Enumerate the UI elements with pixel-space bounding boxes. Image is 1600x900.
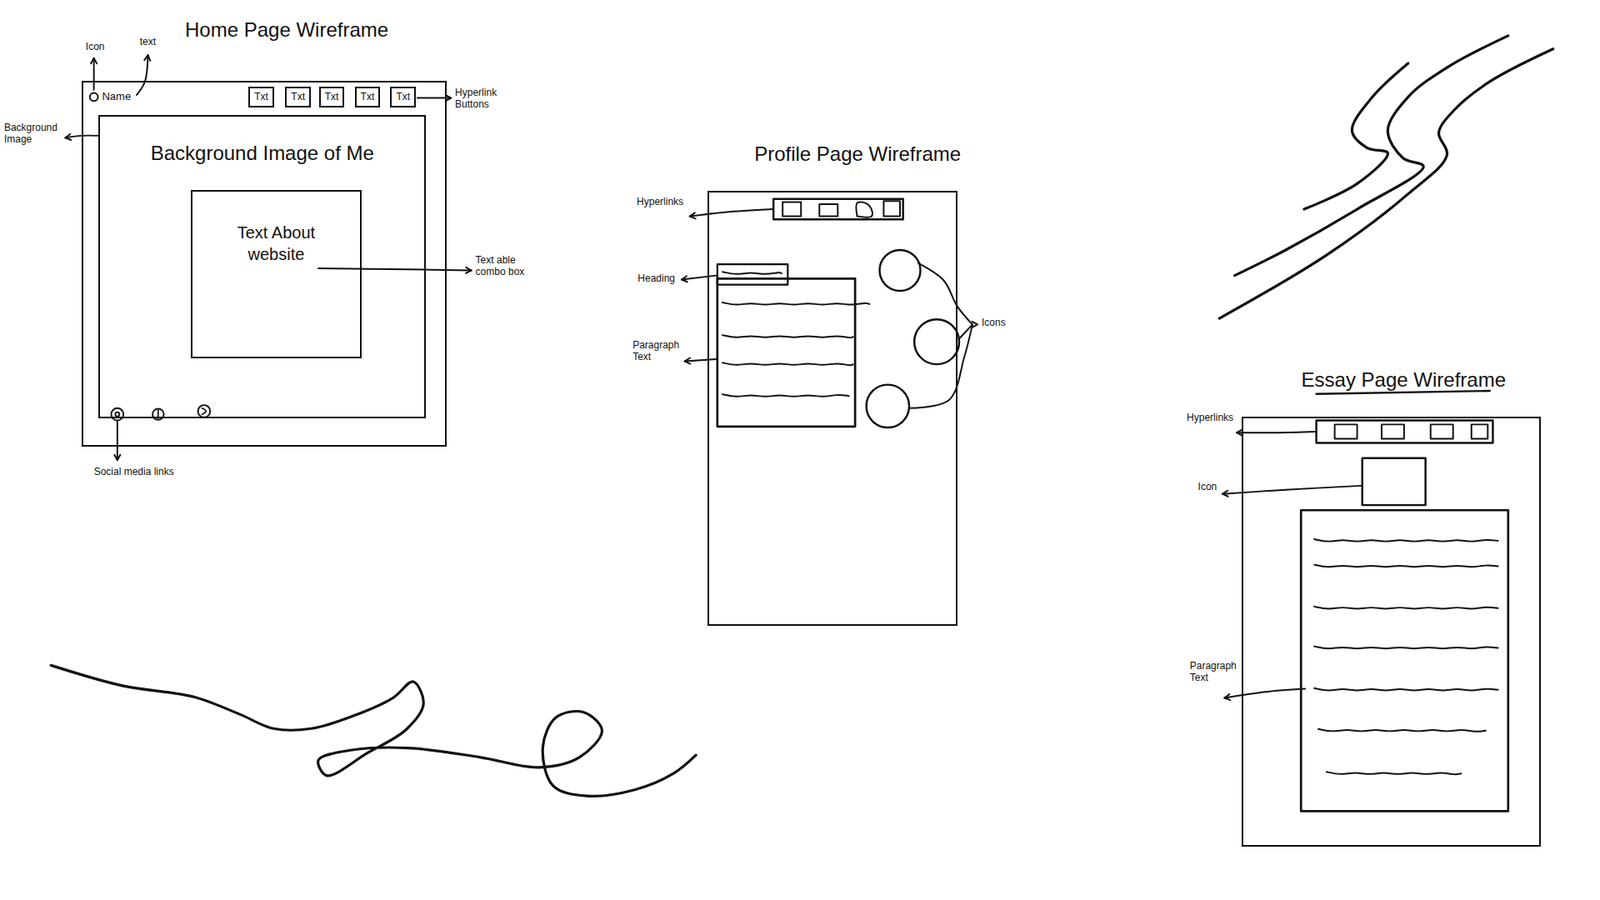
annotation-label: Paragraph Text — [632, 340, 684, 364]
scribble — [50, 665, 696, 796]
leader-line — [1224, 689, 1305, 699]
arrow-head — [90, 58, 97, 64]
annotation-label: Hyperlink Buttons — [455, 87, 515, 111]
text-line — [1314, 539, 1498, 542]
nav-link — [883, 200, 900, 216]
text-line — [722, 362, 854, 365]
icon-box — [1362, 458, 1426, 505]
social-icon-dot — [115, 412, 120, 417]
wireframe-frame: Home Page WireframeTxtTxtTxtTxtTxtBackgr… — [81, 80, 447, 448]
button-text: Txt — [250, 88, 273, 106]
bracket-line — [918, 263, 973, 325]
nav-bar — [1316, 420, 1494, 443]
arrow-head — [1224, 694, 1230, 700]
scribble — [1219, 49, 1553, 319]
nav-button: Txt — [319, 86, 345, 109]
nav-link — [1381, 424, 1405, 439]
button-text: Txt — [286, 88, 310, 106]
social-icon — [198, 405, 211, 418]
text-line — [1314, 606, 1498, 610]
nav-link — [1471, 424, 1489, 439]
paragraph-box — [717, 278, 855, 427]
leader-line — [318, 268, 472, 270]
text-line — [1326, 771, 1462, 775]
arrow-head — [65, 134, 71, 140]
nav-link — [856, 202, 873, 218]
nav-link — [1335, 424, 1358, 439]
button-text: Txt — [391, 88, 415, 106]
leader-line — [93, 58, 95, 90]
heading-box — [717, 264, 788, 285]
background-image-panel: Background Image of Me Text About website — [98, 115, 426, 419]
arrow-head — [114, 455, 120, 460]
annotation-label: Hyperlinks — [1186, 412, 1234, 425]
annotation-label: Icon — [85, 41, 105, 54]
text-line — [1314, 565, 1498, 568]
page-title: Essay Page Wireframe — [1255, 368, 1552, 392]
annotation-label: Icons — [981, 317, 1006, 330]
arrow-head — [144, 55, 150, 61]
nav-button: Txt — [390, 86, 416, 109]
annotation-label: Background Image — [4, 122, 62, 146]
nav-link — [782, 201, 801, 216]
social-icon-mark — [201, 408, 206, 415]
annotation-label: Text able combo box — [475, 255, 534, 279]
page-title: Profile Page Wireframe — [734, 142, 981, 166]
button-text: Txt — [356, 88, 380, 106]
scribble — [1235, 35, 1509, 276]
title-underline — [1316, 390, 1490, 395]
page-title: Home Page Wireframe — [105, 18, 468, 42]
icon-circle — [880, 250, 921, 291]
leader-line — [136, 55, 148, 95]
arrow-head — [1222, 490, 1229, 497]
nav-button: Txt — [248, 86, 275, 109]
leader-line — [116, 421, 119, 461]
annotation-label: text — [140, 36, 156, 49]
arrow-head — [685, 358, 691, 365]
arrow-head — [465, 267, 472, 274]
wireframe-frame: Profile Page Wireframe — [707, 190, 958, 626]
text-box: Text About website — [190, 190, 361, 359]
scribble — [1304, 63, 1409, 210]
annotation-label: Heading — [637, 273, 675, 285]
leader-line — [685, 359, 717, 361]
annotation-label: Social media links — [94, 466, 175, 479]
wireframe-frame: Essay Page Wireframe — [1241, 416, 1541, 848]
text-line — [1318, 729, 1486, 732]
panel-text: Background Image of Me — [100, 141, 425, 165]
nav-bar — [773, 199, 904, 220]
nav-link — [1430, 424, 1454, 439]
text-line — [722, 335, 854, 338]
annotation-label: Icon — [1198, 481, 1218, 494]
logo-icon — [90, 92, 99, 101]
social-icon — [152, 408, 164, 420]
panel-text: Text About website — [225, 221, 326, 265]
arrow-head — [690, 212, 696, 219]
annotation-label: Hyperlinks — [636, 196, 684, 209]
arrow-head — [681, 275, 688, 282]
text-line — [722, 394, 850, 397]
text-line — [1314, 646, 1498, 650]
social-icon — [110, 408, 124, 421]
text-line — [1314, 688, 1498, 691]
button-text: Txt — [320, 88, 344, 106]
text-line — [722, 302, 870, 305]
arrow-head — [972, 321, 978, 328]
heading-line — [722, 271, 782, 275]
annotation-label: Name — [101, 90, 131, 104]
nav-link — [819, 204, 838, 217]
bracket-line — [909, 324, 973, 408]
leader-line — [1236, 431, 1315, 433]
annotation-label: Paragraph Text — [1190, 660, 1240, 685]
leader-line — [690, 209, 773, 217]
paragraph-box — [1300, 510, 1509, 811]
icon-circle — [914, 319, 960, 365]
nav-button: Txt — [355, 86, 381, 109]
nav-button: Txt — [285, 86, 311, 109]
icon-circle — [866, 385, 910, 428]
